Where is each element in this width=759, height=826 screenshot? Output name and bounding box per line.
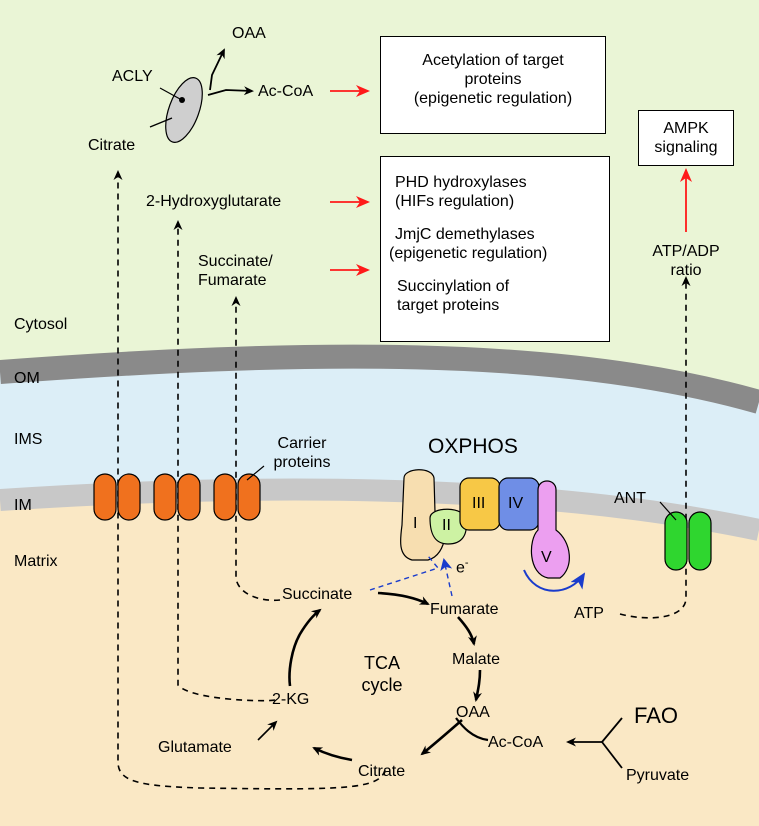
glutamate-to-2kg bbox=[257, 720, 278, 741]
cyto-oaa-label: OAA bbox=[232, 25, 266, 42]
matrix-citrate-label: Citrate bbox=[358, 763, 406, 780]
tca-succ-fum bbox=[377, 591, 430, 606]
acly-to-oaa bbox=[209, 48, 225, 91]
acly-dot bbox=[179, 97, 185, 103]
atp-adp-label: ATP/ADP ratio bbox=[638, 242, 734, 280]
tca-oaa-cit bbox=[420, 719, 463, 756]
2kg-label: 2-KG bbox=[272, 691, 310, 708]
glutamate-label: Glutamate bbox=[158, 739, 232, 756]
matrix-label: Matrix bbox=[14, 553, 58, 570]
pyruvate-label: Pyruvate bbox=[626, 767, 690, 784]
tca-cycle-label: TCA cycle bbox=[352, 652, 412, 696]
acly-to-acetyl-coa bbox=[207, 86, 254, 96]
succinate-label: Succinate bbox=[282, 586, 353, 603]
carrier-line2: proteins bbox=[273, 454, 331, 471]
tca-fum-mal bbox=[457, 616, 477, 646]
atp-adp-line1: ATP/ADP bbox=[652, 243, 720, 260]
pyruvate-branch bbox=[601, 741, 623, 769]
matrix-oaa-label: OAA bbox=[456, 704, 490, 721]
succ-fum-line2: Fumarate bbox=[198, 272, 267, 289]
effects-box: PHD hydroxylases (HIFs regulation) JmjC … bbox=[380, 156, 610, 342]
succ-fum-line1: Succinate/ bbox=[198, 253, 273, 270]
tca-mal-oaa bbox=[473, 669, 482, 702]
acly-label: ACLY bbox=[112, 68, 153, 85]
electron-charge: - bbox=[464, 557, 469, 569]
carrier-protein-2-right bbox=[177, 473, 201, 521]
tca-2kg-succ bbox=[288, 608, 322, 687]
cytosol-label: Cytosol bbox=[14, 316, 68, 333]
ampk-line1: AMPK bbox=[663, 120, 709, 137]
im-label: IM bbox=[14, 497, 32, 514]
ampk-box: AMPK signaling bbox=[638, 110, 734, 166]
electron-label: e- bbox=[456, 554, 469, 577]
succinylation-line2: target proteins bbox=[397, 297, 500, 314]
complex-III-label: III bbox=[472, 495, 486, 512]
carrier-pointer bbox=[246, 465, 265, 481]
citrate-to-acly bbox=[149, 117, 173, 128]
complex-V-shape bbox=[530, 480, 570, 579]
outer-membrane bbox=[0, 344, 759, 414]
carrier-protein-3-left bbox=[213, 473, 237, 521]
phd-line2: (HIFs regulation) bbox=[395, 193, 515, 210]
acetylation-line3: (epigenetic regulation) bbox=[413, 90, 573, 107]
fao-label: FAO bbox=[634, 703, 679, 728]
matrix-acetyl-coa-label: Ac-CoA bbox=[488, 734, 544, 751]
carrier-protein-1-left bbox=[93, 473, 117, 521]
acly-enzyme bbox=[165, 77, 203, 143]
jmjc-line2: (epigenetic regulation) bbox=[389, 245, 548, 262]
malate-label: Malate bbox=[452, 651, 501, 668]
fao-branch bbox=[601, 717, 623, 743]
citrate-export-line bbox=[113, 170, 386, 790]
complex-II-shape bbox=[429, 508, 467, 545]
carrier-protein-3-right bbox=[237, 473, 261, 521]
carrier-protein-2-left bbox=[153, 473, 177, 521]
phd-line1: PHD hydroxylases bbox=[395, 174, 527, 191]
cyto-acetyl-coa-label: Ac-CoA bbox=[258, 83, 314, 100]
atp-label: ATP bbox=[574, 605, 604, 622]
acly-pointer bbox=[159, 87, 181, 100]
atp-synthesis-arrow bbox=[523, 569, 586, 592]
acetylation-line2: proteins bbox=[464, 71, 522, 88]
ant-right bbox=[688, 511, 712, 571]
acetyl-coa-entry bbox=[455, 717, 489, 742]
atp-export-line bbox=[619, 276, 691, 619]
acetylation-line1: Acetylation of target bbox=[422, 52, 564, 69]
ampk-line2: signaling bbox=[654, 139, 718, 156]
tca-line1: TCA bbox=[364, 653, 400, 673]
complex-I-label: I bbox=[413, 515, 418, 532]
tca-line2: cycle bbox=[361, 675, 403, 695]
complex-V-label: V bbox=[541, 549, 552, 566]
ant-label: ANT bbox=[614, 490, 646, 507]
complex-II-label: II bbox=[442, 517, 451, 534]
om-label: OM bbox=[14, 370, 40, 387]
carrier-line1: Carrier bbox=[277, 435, 327, 452]
succinylation-line1: Succinylation of bbox=[397, 278, 510, 295]
carrier-protein-1-right bbox=[117, 473, 141, 521]
ant-pointer bbox=[659, 501, 677, 521]
ims-label: IMS bbox=[14, 431, 43, 448]
succinate-electron-line bbox=[369, 555, 440, 591]
complex-IV-label: IV bbox=[508, 495, 524, 512]
ant-left bbox=[664, 511, 688, 571]
oxphos-label: OXPHOS bbox=[428, 435, 518, 458]
cyto-citrate-label: Citrate bbox=[88, 137, 136, 154]
jmjc-line1: JmjC demethylases bbox=[395, 226, 535, 243]
carrier-proteins-label: Carrier proteins bbox=[260, 434, 344, 472]
electron-text: e bbox=[456, 559, 465, 577]
succ-fum-label: Succinate/ Fumarate bbox=[198, 252, 284, 290]
fumarate-label: Fumarate bbox=[430, 601, 499, 618]
tca-cit-2kg bbox=[312, 746, 353, 762]
acetylation-box: Acetylation of target proteins (epigenet… bbox=[380, 36, 606, 134]
2hg-label: 2-Hydroxyglutarate bbox=[146, 193, 282, 210]
fumarate-electron-line bbox=[440, 558, 453, 597]
atp-adp-line2: ratio bbox=[670, 262, 702, 279]
